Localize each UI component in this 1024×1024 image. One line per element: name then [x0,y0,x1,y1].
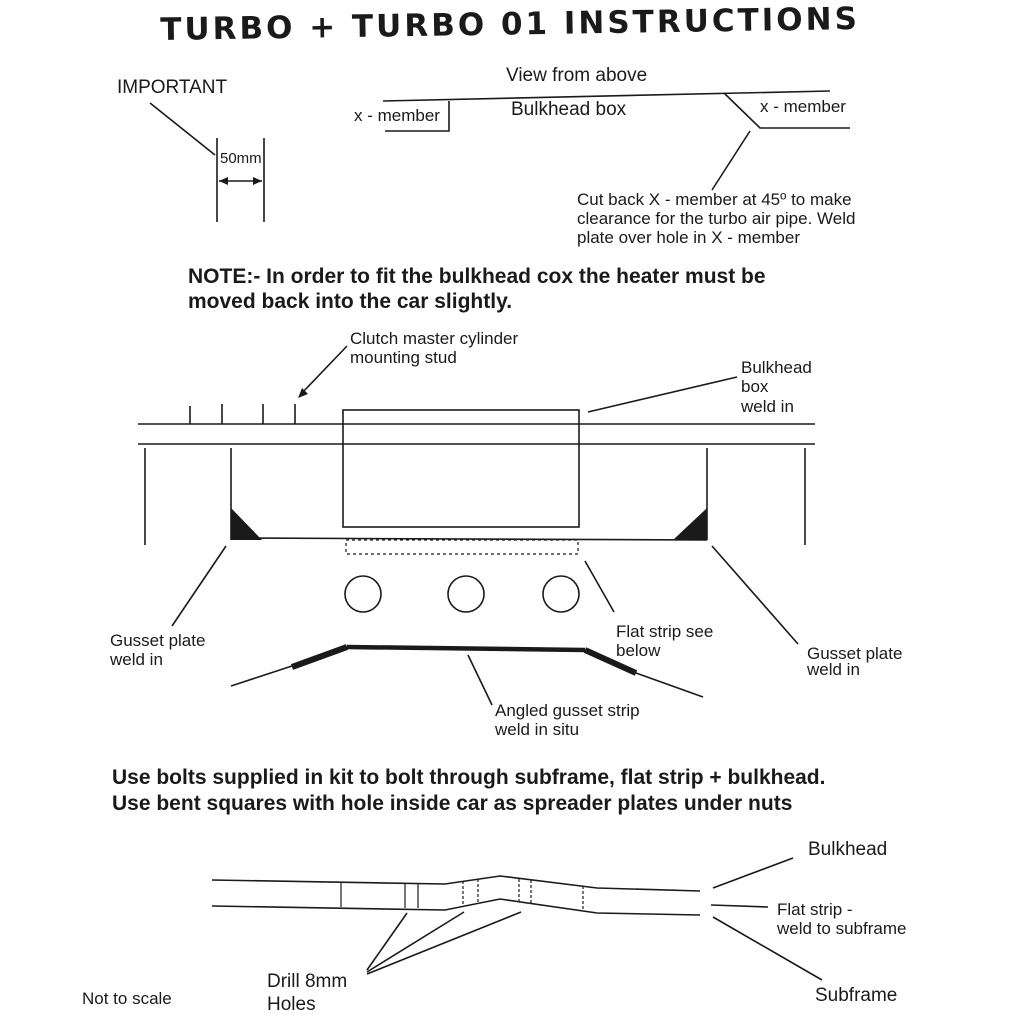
view-from-above-label: View from above [506,65,648,86]
note-line-2: moved back into the car slightly. [188,290,513,313]
angled-strip-line-2: weld in situ [495,720,580,739]
gusset-right-line-1: Gusset plate [807,644,903,663]
dimension-label: 50mm [220,150,262,167]
bulkhead-box-weld-line-2: box [741,377,769,396]
dimension-50mm [149,102,265,222]
flat-strip-label-line-2: below [616,641,661,660]
flat-strip-label-line-1: Flat strip see [616,622,714,641]
cut-note-line-2: clearance for the turbo air pipe. Weld [577,209,856,228]
bulkhead-drawing [138,345,815,706]
flat-strip-weld-line-2: weld to subframe [777,919,907,938]
bulkhead-box-weld-line-3: weld in [741,397,794,416]
xmember-left-label: x - member [354,106,440,125]
gusset-right-line-2: weld in [807,660,860,679]
important-label: IMPORTANT [117,77,228,98]
subframe-label: Subframe [815,985,898,1006]
clutch-label-line-2: mounting stud [350,348,457,367]
bottom-section-drawing [211,857,823,981]
not-to-scale-label: Not to scale [82,989,172,1008]
bolts-note-line-1: Use bolts supplied in kit to bolt throug… [112,766,826,789]
gusset-left-line-1: Gusset plate [110,631,206,650]
drill-label-line-1: Drill 8mm [267,971,348,992]
xmember-right-label: x - member [760,97,846,116]
bolts-note-line-2: Use bent squares with hole inside car as… [112,792,793,815]
drill-label-line-2: Holes [267,994,316,1015]
bulkhead-box-label: Bulkhead box [511,99,627,120]
bulkhead-label: Bulkhead [808,839,888,860]
note-line-1: NOTE:- In order to fit the bulkhead cox … [188,265,766,288]
cut-note-line-1: Cut back X - member at 45º to make [577,190,852,209]
angled-strip-line-1: Angled gusset strip [495,701,640,720]
clutch-label-line-1: Clutch master cylinder [350,329,519,348]
flat-strip-weld-line-1: Flat strip - [777,900,853,919]
cut-note-line-3: plate over hole in X - member [577,228,800,247]
gusset-left-line-2: weld in [110,650,163,669]
top-view-drawing [382,90,850,191]
bulkhead-box-weld-line-1: Bulkhead [741,358,812,377]
